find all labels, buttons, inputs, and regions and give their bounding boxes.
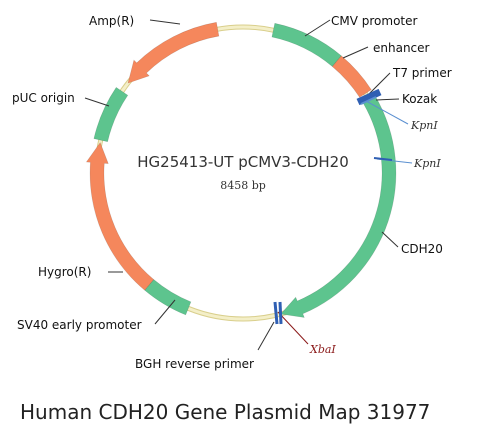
- enhancer-label: enhancer: [373, 41, 430, 55]
- kozak-label: Kozak: [402, 92, 437, 106]
- hygro-arc: [85, 141, 155, 291]
- bgh-bar-a: [273, 301, 279, 325]
- cmv-arc: [271, 22, 342, 67]
- amp-arc: [127, 21, 220, 84]
- xba1-leader: [277, 311, 309, 345]
- hygro-label: Hygro(R): [38, 265, 91, 279]
- enhancer-arc: [331, 55, 372, 98]
- cdh20-leader: [381, 231, 399, 248]
- sv40-arc: [144, 279, 192, 316]
- amp-leader: [149, 19, 181, 25]
- puc-leader: [84, 97, 110, 107]
- cmv-leader: [304, 19, 331, 37]
- kpn1a-label: KpnI: [410, 119, 438, 132]
- xba1-label: XbaI: [309, 343, 336, 356]
- bgh-label: BGH reverse primer: [135, 357, 254, 371]
- t7-leader: [367, 72, 391, 96]
- sv40-label: SV40 early promoter: [17, 318, 142, 332]
- t7-primer-bar: [356, 88, 382, 106]
- puc-label: pUC origin: [12, 91, 75, 105]
- kozak-bar: [360, 96, 377, 105]
- enhancer-leader: [342, 46, 369, 59]
- kpn1a-leader: [365, 100, 409, 125]
- cmv-label: CMV promoter: [331, 14, 418, 28]
- plasmid-name: HG25413-UT pCMV3-CDH20: [137, 153, 349, 171]
- bgh-bar-b: [278, 301, 283, 325]
- kpn1b-tick: [373, 157, 393, 161]
- amp-label: Amp(R): [89, 14, 134, 28]
- t7-label: T7 primer: [392, 66, 452, 80]
- sv40-leader: [154, 299, 176, 325]
- bgh-leader: [257, 321, 275, 351]
- kozak-leader: [375, 98, 400, 101]
- kpn1b-label: KpnI: [413, 157, 441, 170]
- map-caption: Human CDH20 Gene Plasmid Map 31977: [20, 400, 431, 424]
- plasmid-size: 8458 bp: [220, 179, 266, 192]
- puc-arc: [93, 86, 129, 143]
- cdh20-arc: [280, 96, 397, 318]
- cdh20-label: CDH20: [401, 242, 443, 256]
